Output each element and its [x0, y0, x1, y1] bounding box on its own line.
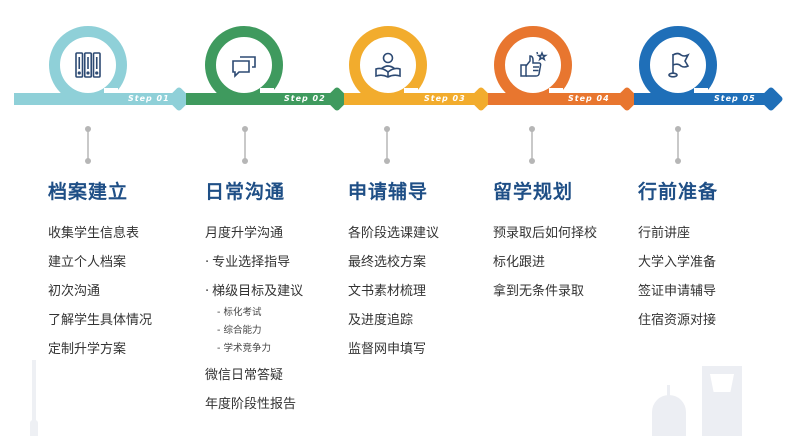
step-4-connector-dot-top	[529, 126, 535, 132]
step-2-subitem: - 综合能力	[217, 325, 262, 336]
step-5-label: Step 05	[714, 94, 756, 103]
step-2-item: 专业选择指导	[205, 253, 303, 282]
step-4-item: 预录取后如何择校	[493, 226, 598, 241]
step-2-connector-dot-top	[242, 126, 248, 132]
background-phone-booth-window	[710, 374, 734, 392]
step-2-label: Step 02	[284, 94, 326, 103]
chat-bubbles-icon	[227, 48, 261, 82]
step-1-connector-dot-bottom	[85, 158, 91, 164]
step-2-item: 梯级目标及建议	[205, 282, 303, 306]
step-5-column: 行前准备 行前讲座 大学入学准备 签证申请辅导 住宿资源对接	[638, 178, 718, 340]
step-2-subitem: - 标化考试	[217, 307, 262, 318]
step-3-item: 及进度追踪	[348, 313, 414, 328]
step-1-connector-dot-top	[85, 126, 91, 132]
step-4-connector	[531, 128, 533, 162]
step-1-label: Step 01	[128, 94, 170, 103]
background-dome-spire-decoration	[667, 385, 670, 399]
step-4-label: Step 04	[568, 94, 610, 103]
step-2-connector	[244, 128, 246, 162]
timeline-arrow-5	[758, 86, 784, 112]
reader-icon	[371, 48, 405, 82]
step-3-connector-dot-top	[384, 126, 390, 132]
step-4-title: 留学规划	[493, 181, 574, 203]
step-2-connector-dot-bottom	[242, 158, 248, 164]
step-3-connector-dot-bottom	[384, 158, 390, 164]
step-3-label: Step 03	[424, 94, 466, 103]
step-5-item: 大学入学准备	[638, 255, 717, 270]
step-4-connector-dot-bottom	[529, 158, 535, 164]
process-timeline: Step 01 Step 02 Step 03 Step 04 Step 05	[0, 0, 800, 120]
step-2-items: 月度升学沟通 专业选择指导 梯级目标及建议 - 标化考试 - 综合能力 - 学术…	[205, 224, 303, 424]
timeline-overlay-2	[256, 93, 286, 105]
step-3-connector	[386, 128, 388, 162]
step-1-item: 了解学生具体情况	[48, 313, 153, 328]
step-1-title: 档案建立	[48, 181, 129, 203]
step-5-items: 行前讲座 大学入学准备 签证申请辅导 住宿资源对接	[638, 224, 718, 340]
step-2-subitem-text: 综合能力	[223, 325, 262, 336]
step-2-item: 年度阶段性报告	[205, 397, 297, 412]
step-3-item: 监督网申填写	[348, 342, 427, 357]
background-tower-base-decoration	[30, 420, 38, 436]
step-1-item: 初次沟通	[48, 284, 101, 299]
step-3-items: 各阶段选课建议 最终选校方案 文书素材梳理 及进度追踪 监督网申填写	[348, 224, 439, 369]
step-1-column: 档案建立 收集学生信息表 建立个人档案 初次沟通 了解学生具体情况 定制升学方案	[48, 178, 152, 369]
step-2-title: 日常沟通	[205, 181, 286, 203]
step-5-connector	[677, 128, 679, 162]
step-3-item: 文书素材梳理	[348, 284, 427, 299]
step-2-subitem-text: 标化考试	[223, 307, 262, 318]
step-3-item: 各阶段选课建议	[348, 226, 440, 241]
step-4-item: 拿到无条件录取	[493, 284, 585, 299]
step-1-item: 建立个人档案	[48, 255, 127, 270]
background-tower-decoration	[32, 360, 36, 436]
step-2-subitem: - 学术竞争力	[217, 343, 271, 354]
step-5-item: 行前讲座	[638, 226, 691, 241]
step-1-item: 定制升学方案	[48, 342, 127, 357]
step-5-item: 住宿资源对接	[638, 313, 717, 328]
background-dome-decoration	[652, 395, 686, 436]
step-1-item: 收集学生信息表	[48, 226, 140, 241]
thumbs-up-icon	[516, 48, 550, 82]
timeline-overlay-4	[545, 93, 575, 105]
step-3-column: 申请辅导 各阶段选课建议 最终选校方案 文书素材梳理 及进度追踪 监督网申填写	[348, 178, 439, 369]
step-5-item: 签证申请辅导	[638, 284, 717, 299]
step-4-column: 留学规划 预录取后如何择校 标化跟进 拿到无条件录取	[493, 178, 597, 311]
timeline-overlay-1	[100, 93, 130, 105]
step-5-title: 行前准备	[638, 181, 719, 203]
step-2-subitem-text: 学术竞争力	[223, 343, 271, 354]
step-5-connector-dot-bottom	[675, 158, 681, 164]
step-4-items: 预录取后如何择校 标化跟进 拿到无条件录取	[493, 224, 597, 311]
step-3-item: 最终选校方案	[348, 255, 427, 270]
timeline-overlay-5	[690, 93, 720, 105]
timeline-overlay-3	[400, 93, 430, 105]
binders-icon	[71, 48, 105, 82]
step-1-connector	[87, 128, 89, 162]
step-5-connector-dot-top	[675, 126, 681, 132]
step-1-items: 收集学生信息表 建立个人档案 初次沟通 了解学生具体情况 定制升学方案	[48, 224, 152, 369]
step-2-item: 微信日常答疑	[205, 368, 284, 383]
step-4-item: 标化跟进	[493, 255, 546, 270]
step-2-item: 月度升学沟通	[205, 226, 284, 241]
flag-icon	[661, 48, 695, 82]
step-3-title: 申请辅导	[348, 181, 429, 203]
step-2-column: 日常沟通 月度升学沟通 专业选择指导 梯级目标及建议 - 标化考试 - 综合能力…	[205, 178, 303, 424]
